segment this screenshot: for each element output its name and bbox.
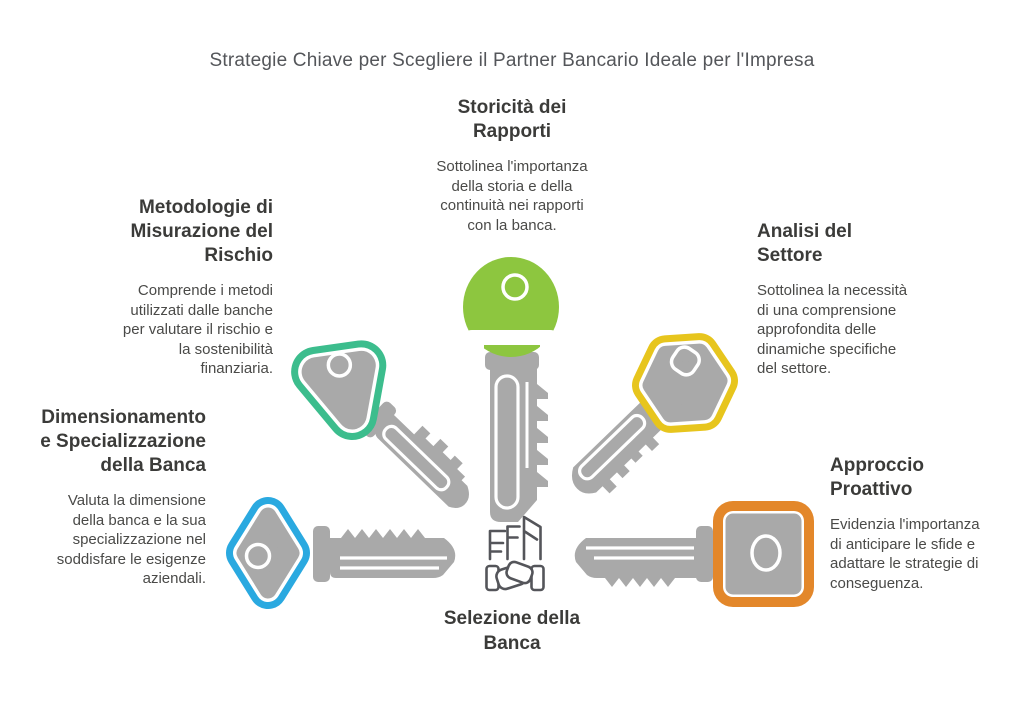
section-title: Metodologie di Misurazione del Rischio (130, 197, 273, 266)
center-label: Selezione della Banca (443, 608, 581, 654)
section-title: Approccio Proattivo (830, 455, 924, 500)
bank-building-handshake-icon (485, 515, 545, 592)
section-title: Storicità dei Rapporti (457, 97, 567, 142)
section-description: Sottolinea l'importanza della storia e d… (436, 158, 588, 234)
section-dimensionamento-e-specializzazione: Dimensionamento e Specializzazione della… (0, 406, 206, 589)
hexagon-yellow-key-icon (571, 336, 732, 494)
section-title: Dimensionamento e Specializzazione della… (40, 407, 206, 476)
heart-teal-key-icon (308, 344, 469, 509)
section-description: Evidenzia l'importanza di anticipare le … (830, 516, 980, 592)
bank-building-icon (488, 515, 542, 561)
rounded-square-orange-key-icon (574, 521, 794, 587)
center-label-selezione-della-banca: Selezione della Banca (402, 606, 622, 656)
section-storicita-dei-rapporti: Storicità dei Rapporti Sottolinea l'impo… (402, 96, 622, 235)
section-analisi-del-settore: Analisi del Settore Sottolinea la necess… (757, 220, 997, 379)
section-approccio-proattivo: Approccio Proattivo Evidenzia l'importan… (830, 454, 1024, 593)
section-description: Comprende i metodi utilizzati dalle banc… (122, 282, 273, 377)
section-description: Valuta la dimensione della banca e la su… (56, 492, 206, 587)
diamond-blue-key-icon (245, 516, 456, 590)
section-title: Analisi del Settore (757, 221, 853, 266)
page-title: Strategie Chiave per Scegliere il Partne… (209, 50, 815, 71)
section-metodologie-di-misurazione-del-rischio: Metodologie di Misurazione del Rischio C… (33, 196, 273, 379)
round-green-key-icon (463, 257, 559, 522)
section-description: Sottolinea la necessità di una comprensi… (757, 282, 908, 377)
handshake-icon (485, 560, 545, 592)
